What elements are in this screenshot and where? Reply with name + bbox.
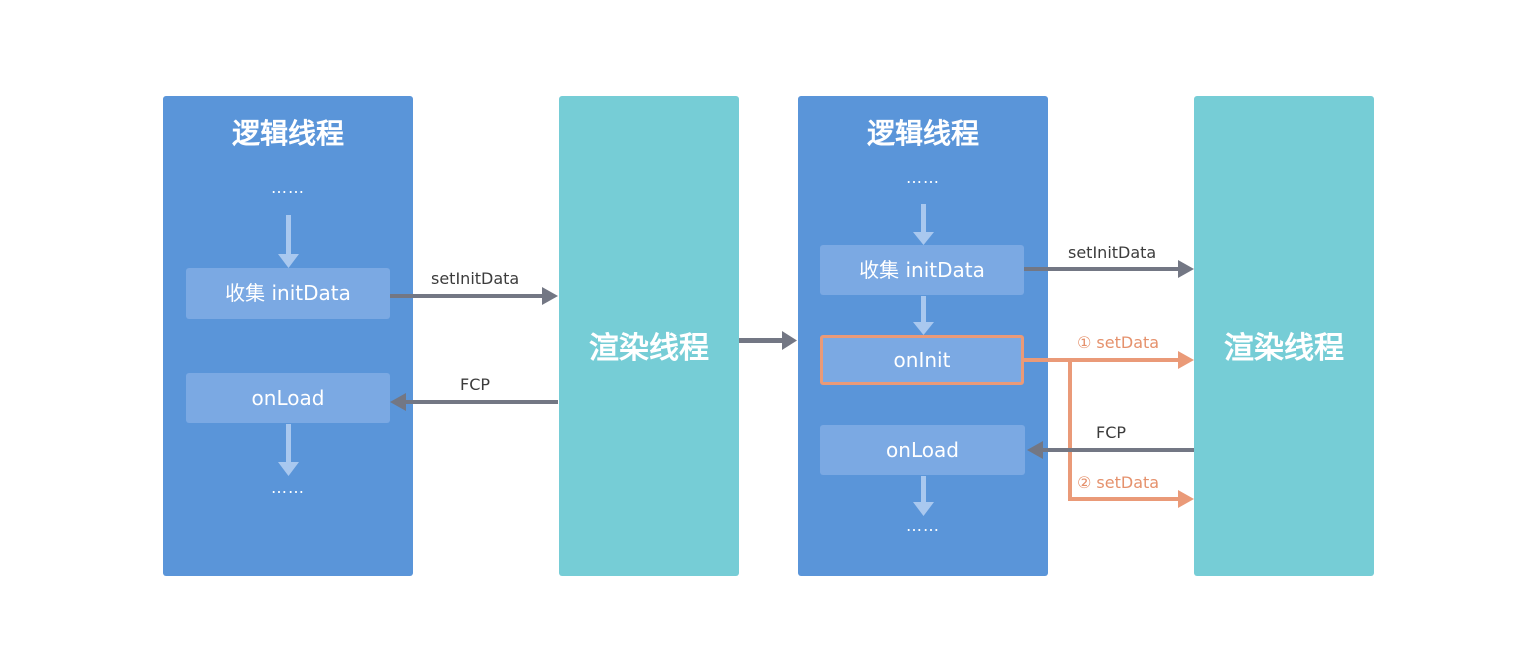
setdata-label-2: ② setData [1077, 473, 1160, 492]
fcp-label-left: FCP [460, 375, 491, 394]
setinitdata-label-right: setInitData [1068, 243, 1157, 262]
onload-box-left: onLoad [186, 373, 390, 423]
setinitdata-label-left: setInitData [431, 269, 520, 288]
collect-initdata-box-left: 收集 initData [186, 268, 390, 319]
setdata-arrow-2 [1068, 490, 1194, 508]
ellipsis-bottom-right: …… [906, 516, 940, 535]
transition-arrow [739, 331, 797, 350]
fcp-arrow-right [1027, 441, 1194, 459]
render-thread-title-right: 渲染线程 [1224, 331, 1344, 366]
fcp-label-right: FCP [1096, 423, 1127, 442]
logic-thread-panel-left: 逻辑线程 …… 收集 initData onLoad …… [163, 96, 413, 576]
render-thread-title-left: 渲染线程 [589, 331, 709, 366]
logic-thread-title-right: 逻辑线程 [866, 117, 979, 150]
flow-arrow-bottom-right [913, 476, 934, 516]
onload-box-right: onLoad [820, 425, 1025, 475]
flow-arrow-top-right [913, 204, 934, 245]
render-thread-panel-right: 渲染线程 [1194, 96, 1374, 576]
setinitdata-arrow-left [390, 287, 558, 305]
ellipsis-bottom-left: …… [271, 478, 305, 497]
flow-arrow-middle-right [913, 296, 934, 335]
ellipsis-top-right: …… [906, 168, 940, 187]
ellipsis-top-left: …… [271, 178, 305, 197]
logic-thread-title-left: 逻辑线程 [231, 117, 344, 150]
flow-arrow-top-left [278, 215, 299, 268]
setinitdata-arrow-right [1024, 260, 1194, 278]
logic-thread-panel-right: 逻辑线程 …… 收集 initData onInit onLoad …… [798, 96, 1048, 576]
fcp-arrow-left [390, 393, 558, 411]
setdata-label-1: ① setData [1077, 333, 1160, 352]
oninit-box: onInit [820, 335, 1024, 385]
render-thread-panel-left: 渲染线程 [559, 96, 739, 576]
flow-arrow-bottom-left [278, 424, 299, 476]
setdata-arrow-1 [1024, 351, 1194, 369]
collect-initdata-box-right: 收集 initData [820, 245, 1024, 295]
setdata-connector [1068, 358, 1072, 500]
